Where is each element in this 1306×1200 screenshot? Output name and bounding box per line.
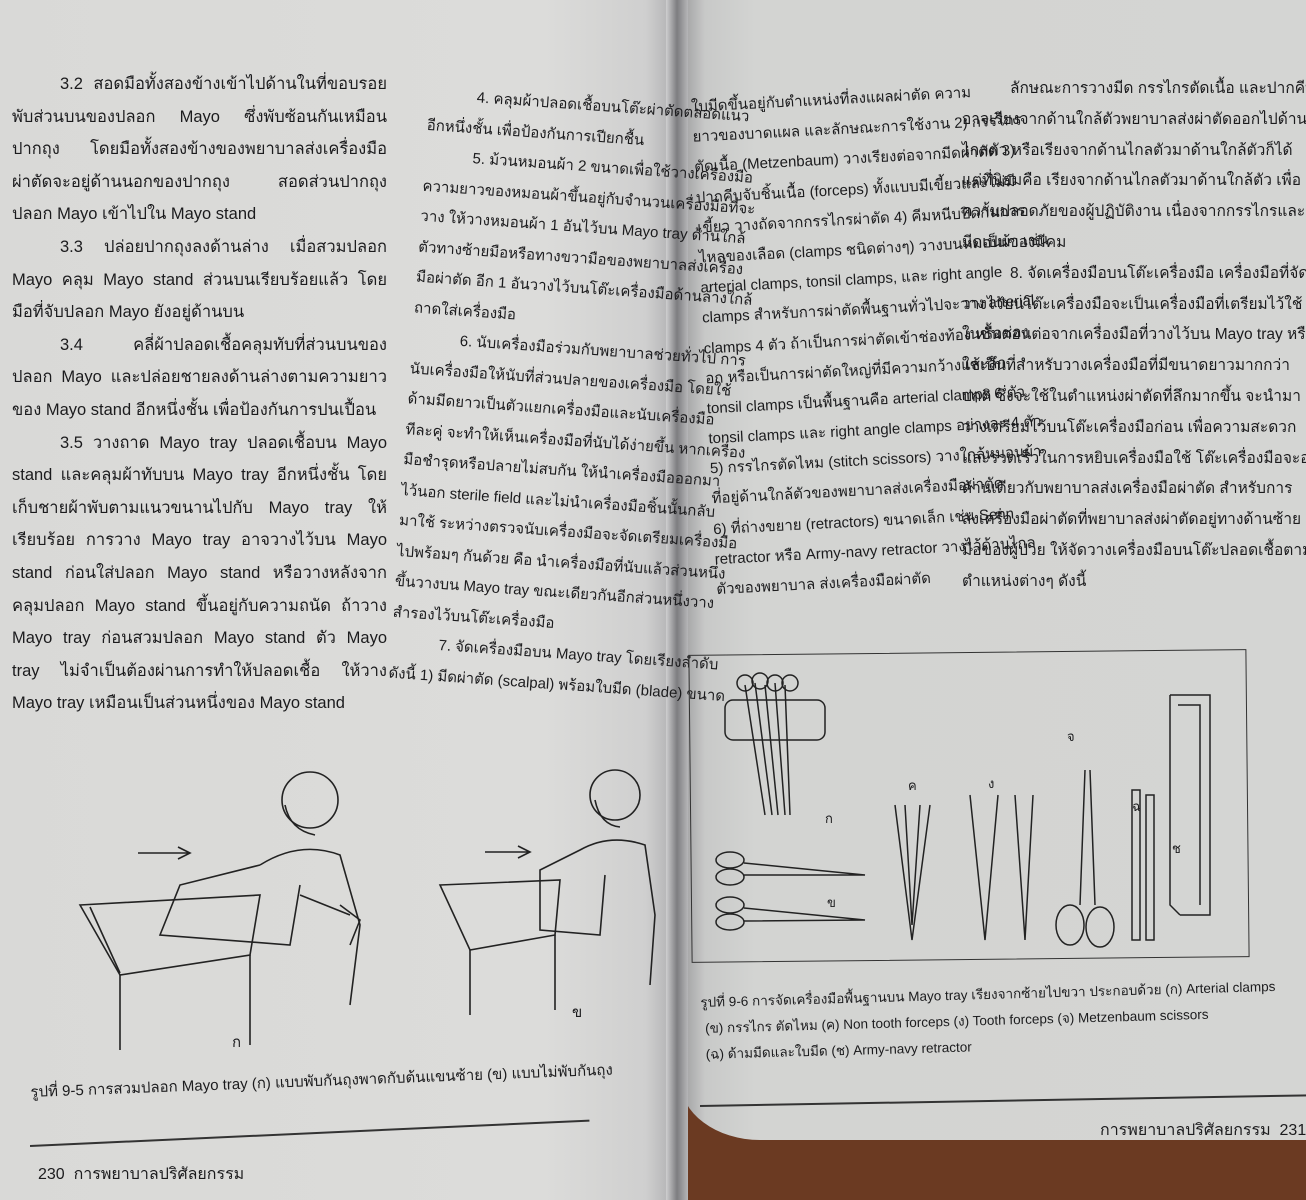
text-line: 3.5 วางถาด Mayo tray ปลอดเชื้อบน Mayo (60, 433, 387, 452)
text-line: มือของผู้ป่วย ให้จัดวางเครื่องมือบนโต๊ะป… (962, 541, 1306, 559)
text-line: ของ Mayo stand อีกหนึ่งชั้น เพื่อป้องกัน… (12, 400, 377, 419)
forceps-drawing (894, 794, 1034, 941)
text-line: ปลอก Mayo และปล่อยชายลงด้านล่างตามความยา… (12, 368, 387, 387)
figure-9-5-illustration-b (438, 769, 656, 1015)
text-line: 3.3 ปล่อยปากถุงลงด้านล่าง เมื่อสวมปลอก (60, 237, 387, 256)
right-page-column-2: ลักษณะการวางมีด กรรไกรตัดเนื้อ และปากคีบ… (962, 74, 1306, 598)
text-line: เก็บชายผ้าพับตามแนวขนานไปกับ Mayo tray ใ… (12, 498, 387, 517)
figure-label-b: ข (572, 1004, 583, 1021)
text-line: 3.4 คลี่ผ้าปลอดเชื้อคลุมทับที่ส่วนบนของ (60, 335, 387, 354)
text-line: ลักษณะการวางมีด กรรไกรตัดเนื้อ และปากคีบ (1010, 80, 1306, 97)
text-line: วางไว้บนโต๊ะเครื่องมือจะเป็นเครื่องมือที… (962, 295, 1303, 313)
book-title: การพยาบาลปริศัลยกรรม (1100, 1122, 1271, 1139)
text-line: stand ก่อนใส่ปลอก Mayo stand หรือวางหลัง… (12, 563, 387, 582)
text-line: ตำแหน่งต่างๆ ดังนี้ (962, 572, 1087, 590)
text-line: คลุมปลอก Mayo stand ขึ้นอยู่กับความถนัด … (12, 596, 387, 615)
text-line: และรวดเร็วในการหยิบเครื่องมือใช้ โต๊ะเคร… (962, 449, 1306, 467)
figure-9-6-caption: รูปที่ 9-6 การจัดเครื่องมือพื้นฐานบน May… (700, 974, 1277, 1068)
left-page-footer: 230 การพยาบาลปริศัลยกรรม (38, 1162, 244, 1187)
scissors-drawing (715, 851, 866, 931)
text-line: Mayo tray เหมือนเป็นส่วนหนึ่งของ Mayo st… (12, 694, 345, 713)
text-line: tray ไม่จำเป็นต้องผ่านการทำให้ปลอดเชื้อ … (12, 661, 387, 680)
figure-label-f: ฉ (1132, 799, 1141, 814)
text-line: Mayo คลุม Mayo stand ส่วนบนเรียบร้อยแล้ว… (12, 270, 387, 289)
arterial-clamps-drawing (724, 672, 826, 816)
book-gutter (666, 0, 688, 1200)
text-line: พับส่วนบนของปลอก Mayo ซึ่งพับซ้อนกันเหมื… (12, 107, 387, 126)
text-line: มีดเป็นของมีคม (962, 233, 1067, 251)
left-page-column-1: 3.2 สอดมือทั้งสองข้างเข้าไปด้านในที่ขอบร… (12, 68, 387, 720)
figure-label-b: ข (827, 895, 836, 910)
text-line: ใช้เป็นที่สำหรับวางเครื่องมือที่มีขนาดยา… (962, 357, 1290, 375)
text-line: เรียบร้อย การวาง Mayo tray อาจวางไว้บน M… (12, 531, 387, 550)
text-line: ในขั้นตอนต่อจากเครื่องมือที่วางไว้บน May… (962, 326, 1306, 344)
figure-label-d: ง (988, 776, 995, 791)
figure-label-c: ค (908, 778, 917, 793)
scalpel-drawing (1131, 789, 1155, 941)
text-line: อาจเรียงจากด้านใกล้ตัวพยาบาลส่งผ่าตัดออก… (962, 110, 1306, 128)
text-line: ปลอก Mayo เข้าไปใน Mayo stand (12, 205, 257, 224)
text-line: ด้านเดียวกับพยาบาลส่งเครื่องมือผ่าตัด สำ… (962, 480, 1293, 498)
text-line: ความปลอดภัยของผู้ปฏิบัติงาน เนื่องจากกรร… (962, 203, 1306, 221)
text-line: Mayo tray ก่อนสวมปลอก Mayo stand ตัว May… (12, 629, 387, 648)
figure-label-a: ก (825, 811, 833, 826)
text-line: 3.2 สอดมือทั้งสองข้างเข้าไปด้านในที่ขอบร… (60, 75, 387, 93)
text-line: ปกติ ซึ่งจะใช้ในตำแหน่งผ่าตัดที่ลึกมากขึ… (962, 387, 1301, 405)
text-line: วางเตรียมไว้บนโต๊ะเครื่องมือก่อน เพื่อคว… (962, 418, 1297, 436)
figure-9-6-instruments (715, 672, 1211, 948)
retractor-drawing (1169, 694, 1211, 916)
text-line: ไกลตัว หรือเรียงจากด้านไกลตัวมาด้านใกล้ต… (962, 141, 1293, 159)
right-page (680, 0, 1306, 1140)
book-title: การพยาบาลปริศัลยกรรม (73, 1166, 245, 1183)
text-line: 8. จัดเครื่องมือบนโต๊ะเครื่องมือ เครื่อง… (1010, 264, 1306, 282)
left-page-column-2: 4. คลุมผ้าปลอดเชื้อบนโต๊ะผ่าตัดตลอดแนวอี… (387, 80, 756, 705)
right-page-column-1: ใบมีดขึ้นอยู่กับตำแหน่งที่ลงแผลผ่าตัด คว… (690, 80, 1049, 605)
metzenbaum-scissors-drawing (1055, 769, 1115, 948)
text-line: แต่ที่นิยมคือ เรียงจากด้านไกลตัวมาด้านใก… (962, 172, 1302, 190)
figure-label-a: ก (232, 1034, 242, 1051)
text-line: ผ่าตัดจะอยู่ด้านนอกของปากถุง สอดส่วนปากถ… (12, 172, 387, 191)
figure-label-g: ช (1172, 841, 1181, 856)
text-line: stand และคลุมผ้าทับบน Mayo tray อีกหนึ่ง… (12, 466, 387, 485)
right-page-footer: การพยาบาลปริศัลยกรรม 231 (1100, 1118, 1306, 1143)
text-line: ปากถุง โดยมือทั้งสองข้างของพยาบาลส่งเครื… (12, 140, 387, 159)
text-line: มือที่จับปลอก Mayo ยังอยู่ด้านบน (12, 303, 245, 322)
figure-label-e: จ (1067, 729, 1075, 744)
text-line: ส่งเครื่องมือผ่าตัดที่พยาบาลส่งผ่าตัดอยู… (962, 511, 1302, 529)
figure-9-5-illustration-a (78, 771, 361, 1050)
page-number: 230 (38, 1166, 65, 1183)
left-page (0, 0, 680, 1200)
page-number: 231 (1279, 1122, 1306, 1139)
